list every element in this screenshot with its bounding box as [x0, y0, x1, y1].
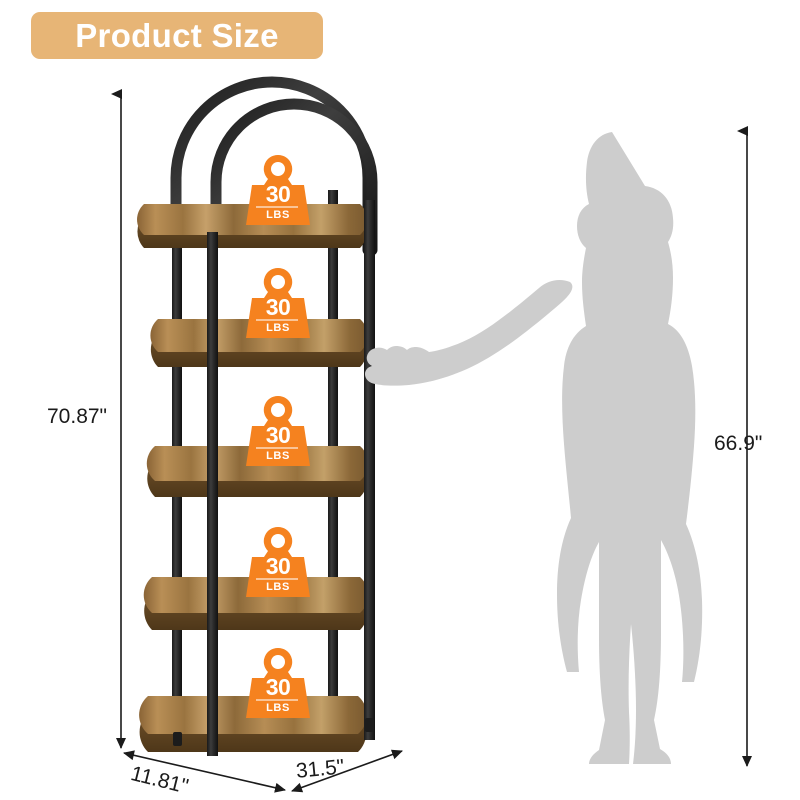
weight-badge-shelf-3: 30 LBS [249, 396, 307, 468]
weight-badge-shelf-5: 30 LBS [249, 648, 307, 720]
weight-badge-shelf-4: 30 LBS [249, 527, 307, 599]
dimension-label-person-height: 66.9" [714, 432, 763, 455]
weight-value: 30 [265, 674, 291, 700]
dimension-label-width: 31.5" [295, 755, 346, 783]
weight-unit: LBS [266, 702, 290, 714]
product-size-header-badge: Product Size [31, 12, 323, 59]
arch-frame-group [170, 76, 378, 256]
dimension-line-width [291, 749, 403, 793]
weight-badge-shelf-1: 30 LBS [249, 155, 307, 227]
weight-badge-shapes [246, 154, 310, 718]
weight-value: 30 [265, 181, 291, 207]
weight-value: 30 [265, 422, 291, 448]
female-silhouette-icon [365, 132, 703, 764]
post-front-right [364, 200, 375, 740]
dimension-line-depth [123, 750, 286, 793]
page-title: Product Size [75, 17, 279, 54]
dimension-lines [111, 89, 752, 793]
arch-inner [210, 98, 378, 256]
weight-unit: LBS [266, 450, 290, 462]
foot-right [365, 718, 374, 732]
weight-badge-shelf-2: 30 LBS [249, 268, 307, 340]
weight-value: 30 [265, 553, 291, 579]
dimension-label-height: 70.87" [47, 405, 108, 428]
weight-value: 30 [265, 294, 291, 320]
weight-unit: LBS [266, 322, 290, 334]
post-front-left [207, 232, 218, 756]
foot-left [173, 732, 182, 746]
shelf-3 [146, 446, 369, 497]
weight-unit: LBS [266, 581, 290, 593]
shelf-5 [139, 696, 367, 752]
post-group-front [173, 200, 375, 756]
weight-unit: LBS [266, 209, 290, 221]
